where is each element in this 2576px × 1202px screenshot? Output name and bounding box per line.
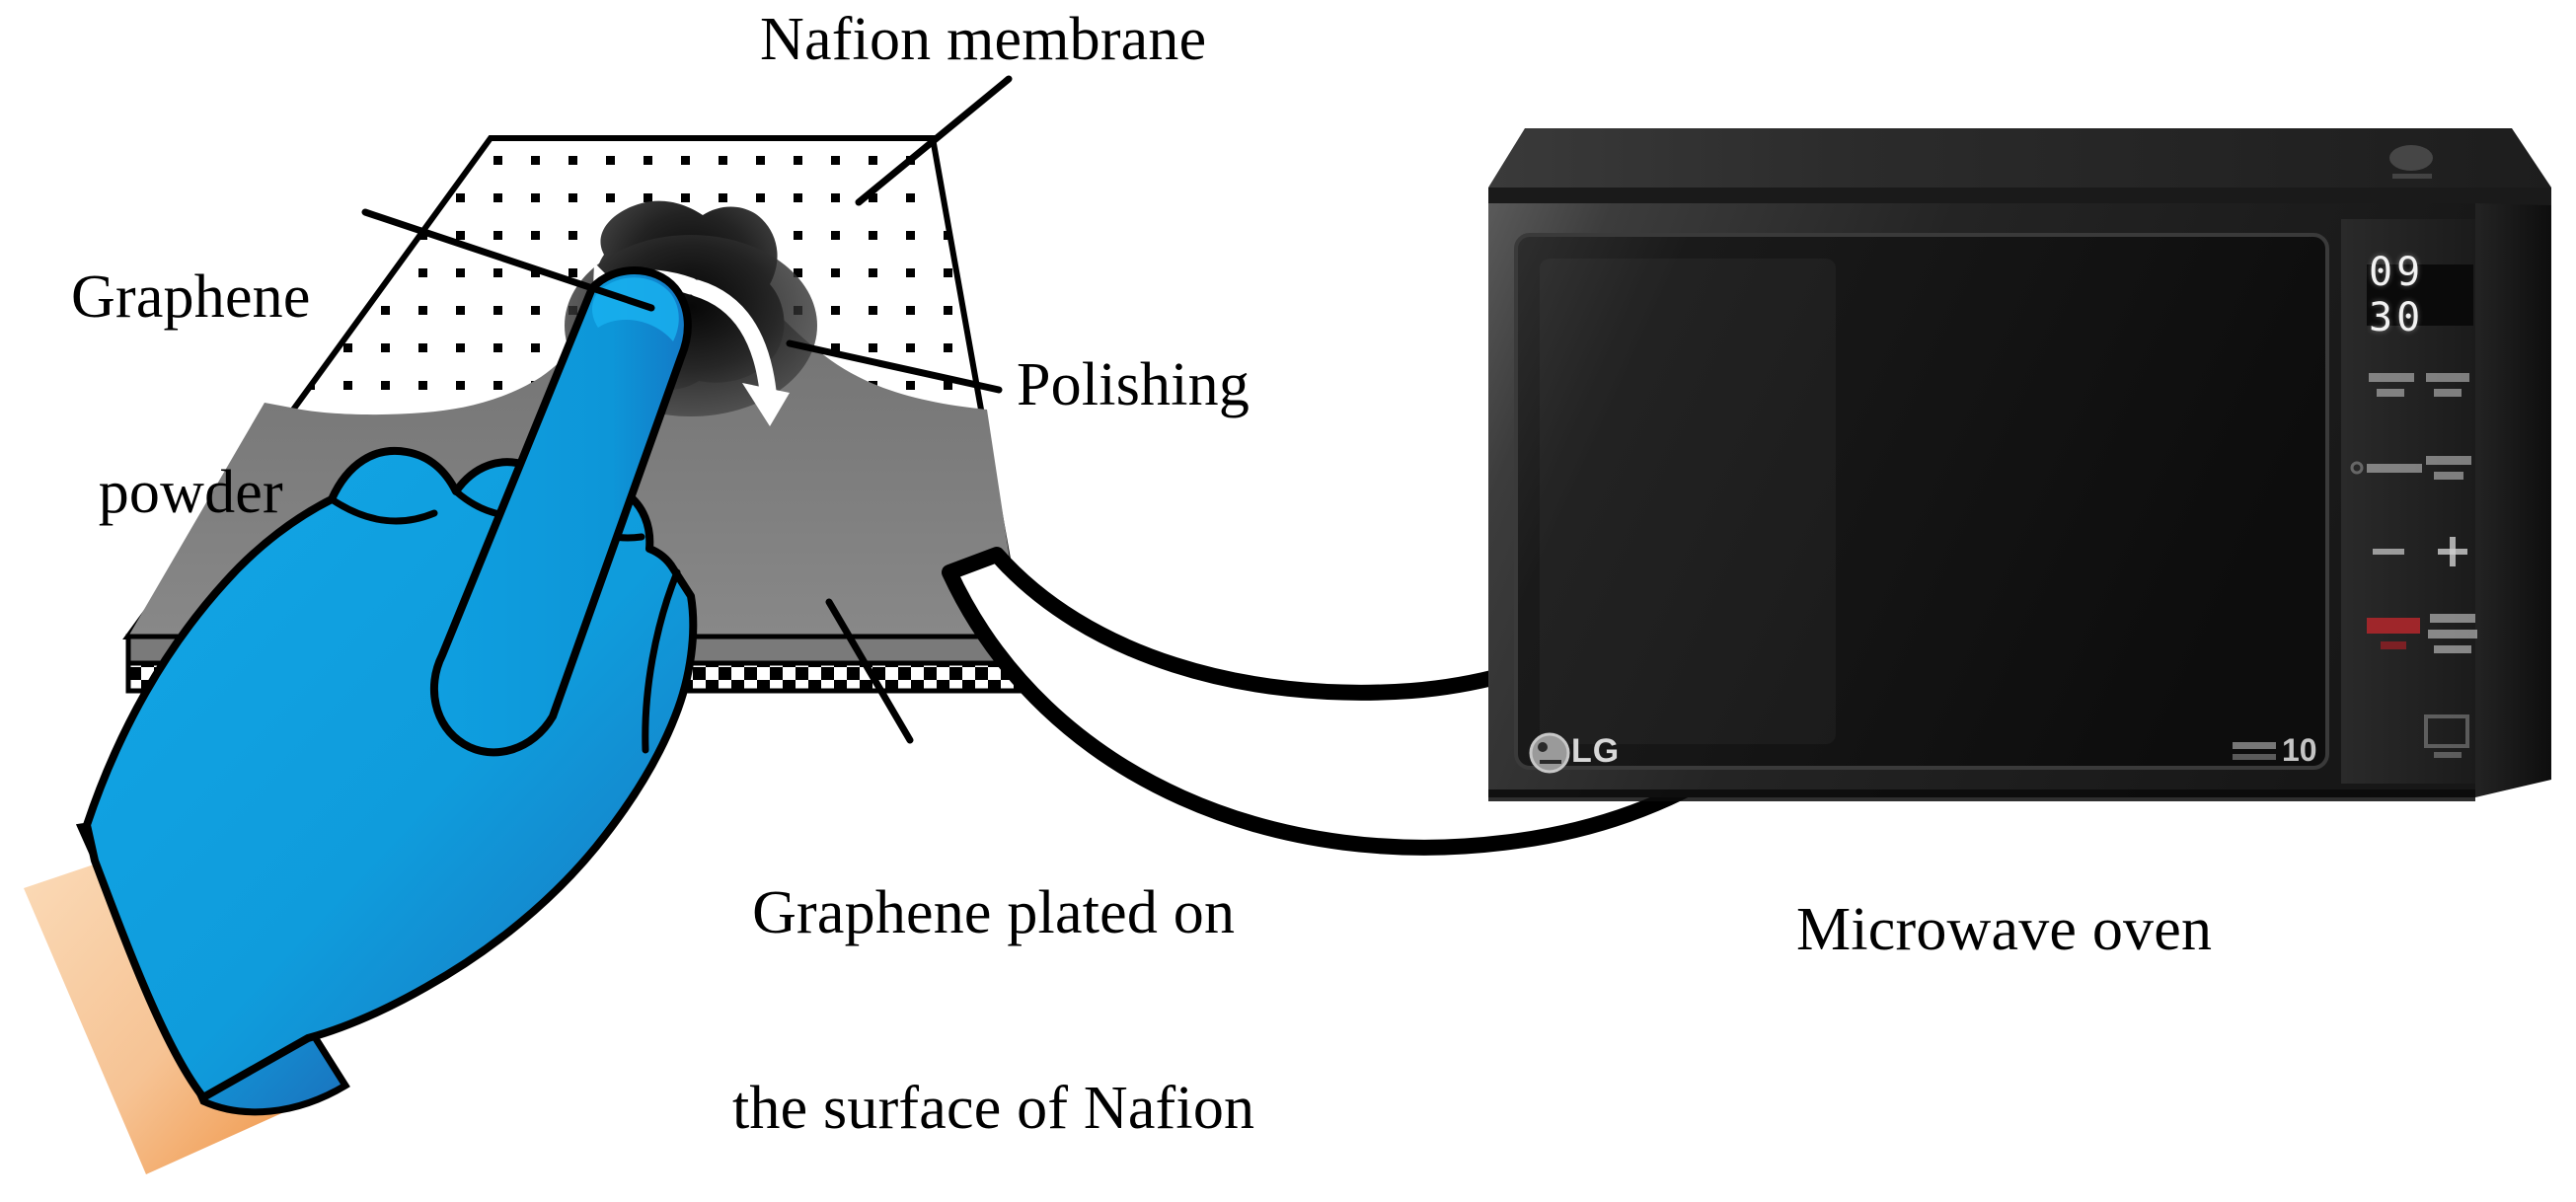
microwave-top-bevel xyxy=(1488,188,2551,205)
leader-nafion xyxy=(855,75,1013,206)
label-graphene-powder-line1: Graphene xyxy=(71,263,311,332)
label-microwave-oven: Microwave oven xyxy=(1796,896,2213,963)
panel-button-labels xyxy=(2350,373,2471,480)
leader-lines xyxy=(361,75,1013,744)
model-badge xyxy=(2233,742,2276,760)
panel-logo-icon xyxy=(2389,145,2433,179)
lg-wordmark: LG xyxy=(1571,732,1621,770)
glove-index-finger xyxy=(429,266,692,757)
microwave-door-glass xyxy=(1514,233,2329,770)
microwave-top xyxy=(1488,128,2551,188)
label-graphene-plated-line1: Graphene plated on xyxy=(752,879,1236,947)
glove-thumb-crease xyxy=(642,568,681,754)
label-nafion-membrane: Nafion membrane xyxy=(760,6,1207,73)
microwave-oven xyxy=(1488,128,2551,801)
microwave-display-value: 09 30 xyxy=(2369,250,2425,340)
leader-plated xyxy=(825,598,914,744)
microwave-door-inner-reflection xyxy=(1540,259,1836,744)
label-graphene-plated-line2: the surface of Nafion xyxy=(732,1074,1255,1142)
label-polishing: Polishing xyxy=(1017,351,1250,418)
microwave-side-panel xyxy=(2475,203,2551,797)
polishing-arrow-right xyxy=(688,279,777,400)
leader-graphene xyxy=(361,208,655,312)
gloved-hand xyxy=(24,266,698,1174)
model-badge-number: 10 xyxy=(2282,732,2317,768)
label-graphene-powder: Graphene powder xyxy=(71,136,311,655)
display-background xyxy=(2367,264,2473,326)
microwave-base-shadow xyxy=(1488,789,2475,801)
lg-logo xyxy=(1529,732,1570,774)
panel-bottom-icon xyxy=(2424,714,2469,758)
label-graphene-plated: Graphene plated on the surface of Nafion xyxy=(732,752,1254,1202)
leader-polishing xyxy=(786,339,1003,394)
panel-minus-plus xyxy=(2373,537,2467,566)
panel-stop-start xyxy=(2367,614,2477,653)
label-graphene-powder-line2: powder xyxy=(98,458,283,526)
